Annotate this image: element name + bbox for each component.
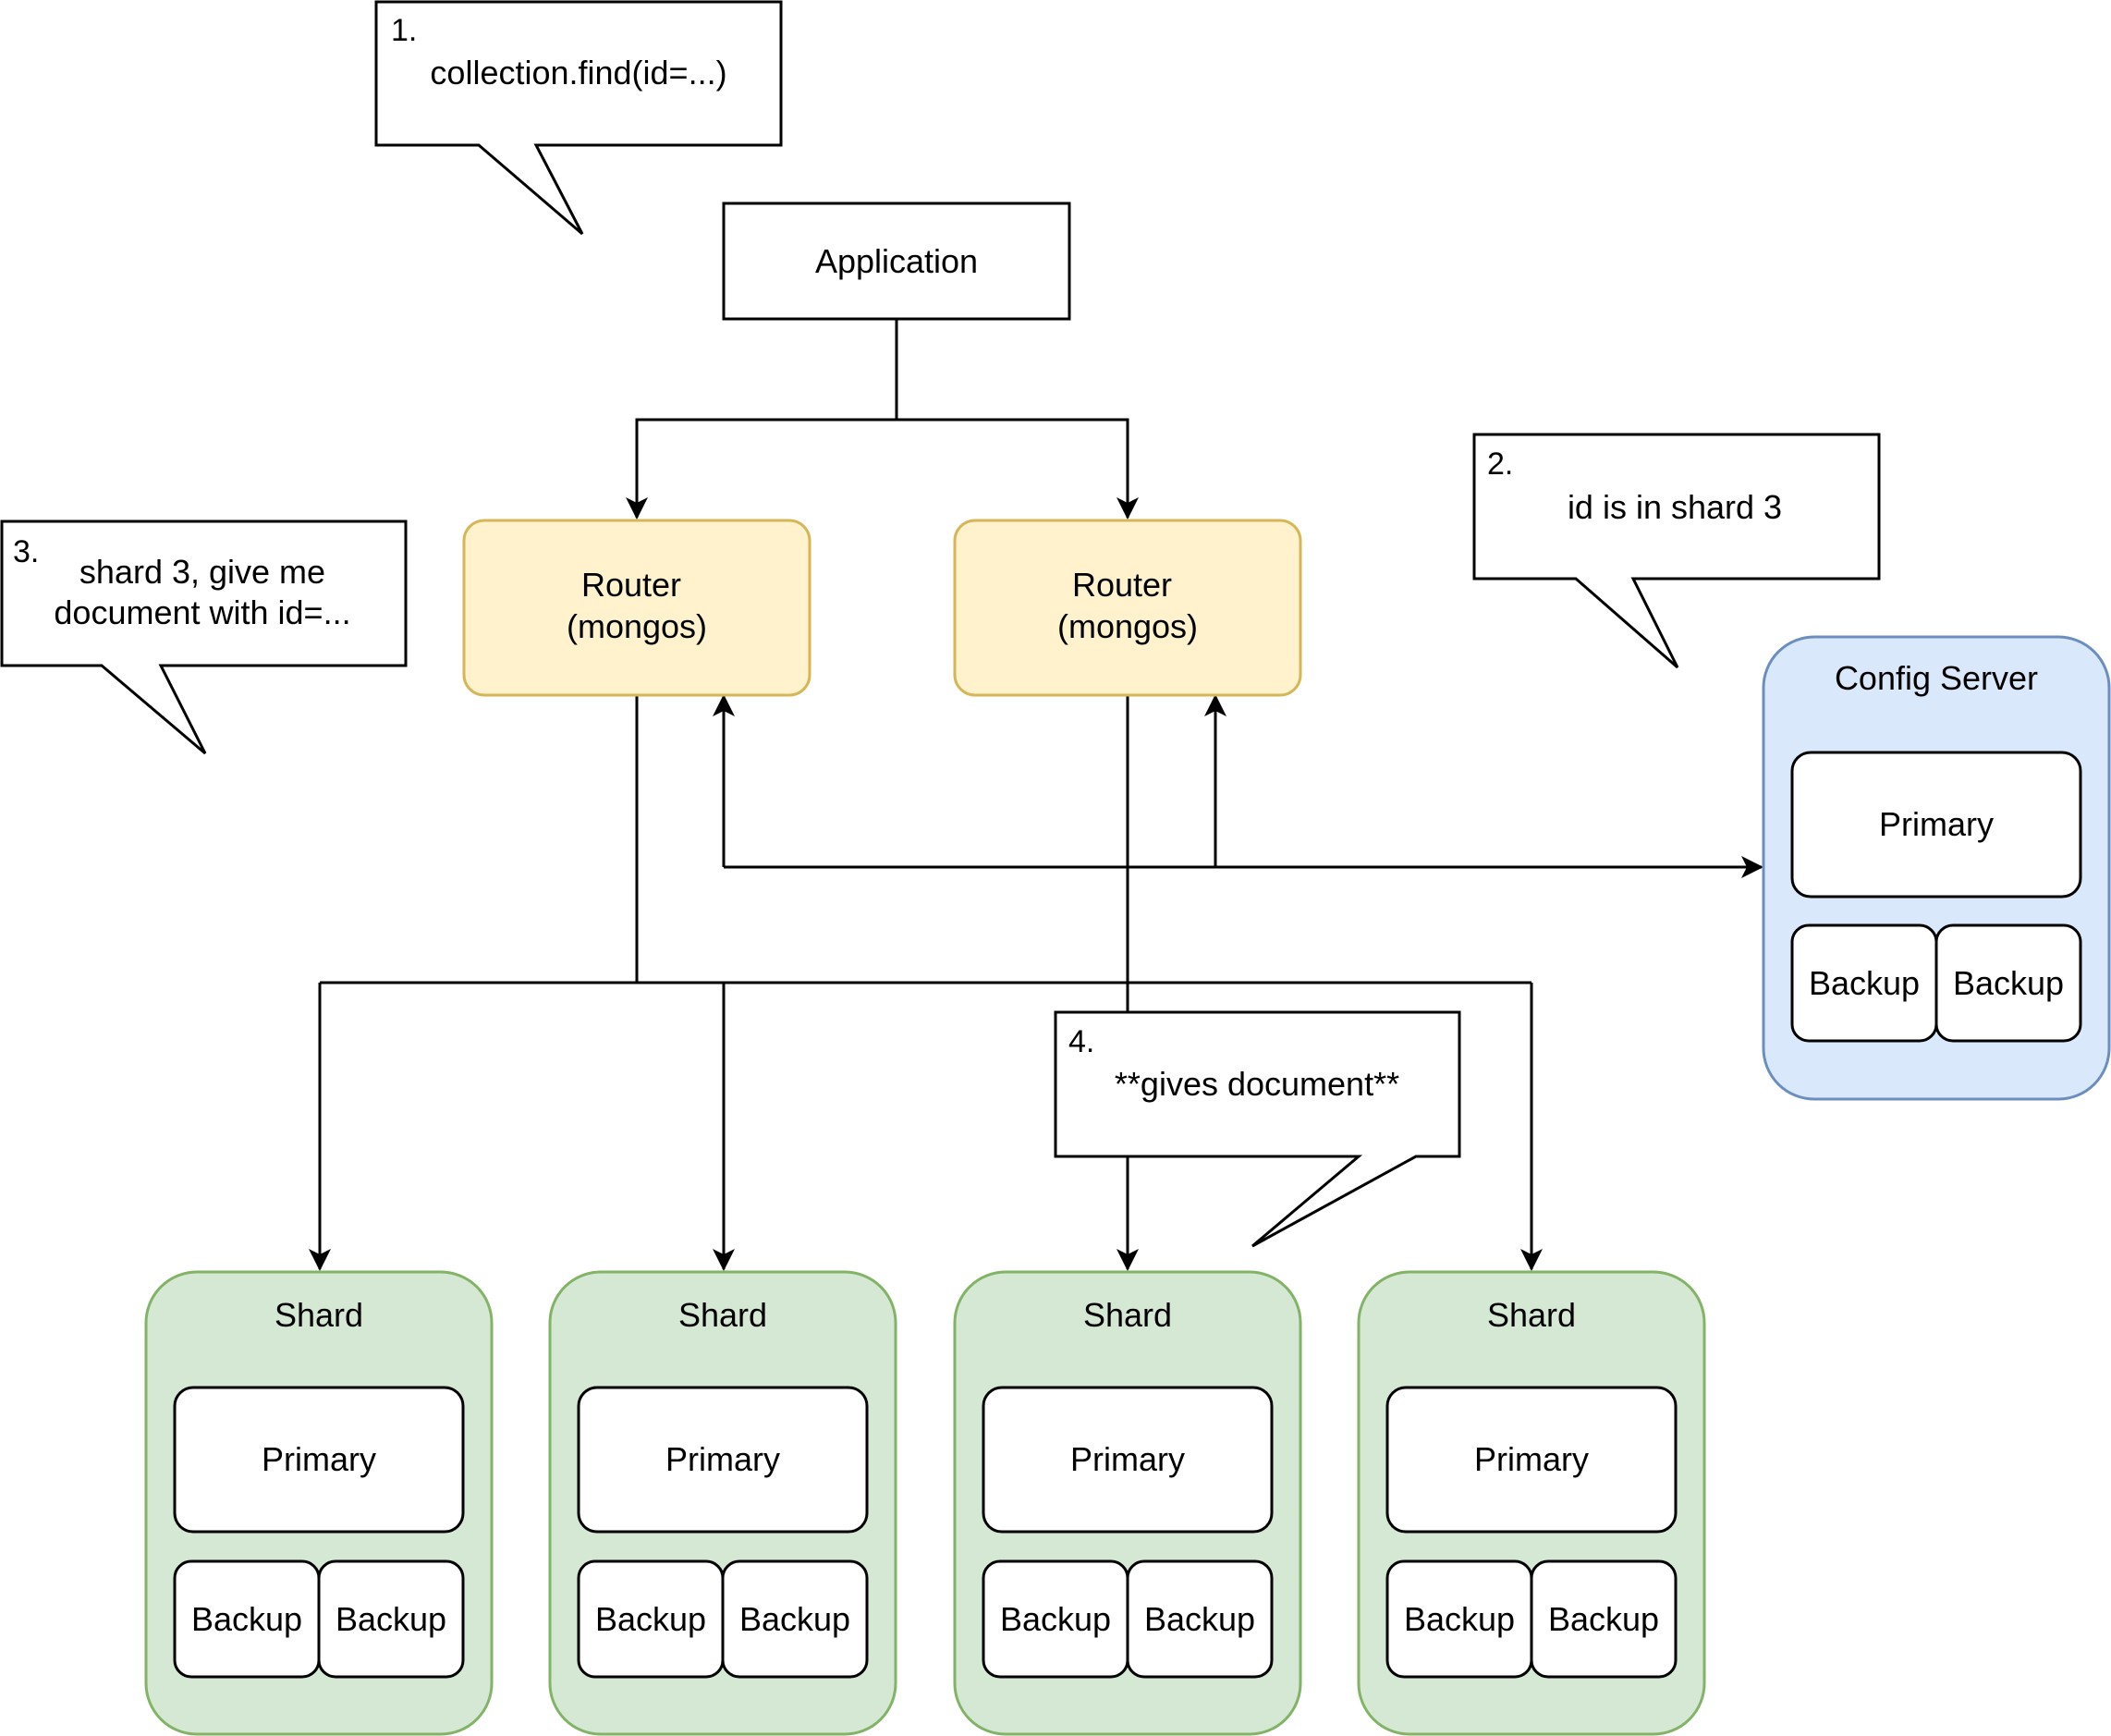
shard-1-backup-box-2[interactable]: Backup — [317, 1559, 465, 1679]
shard-node-1[interactable]: Shard Primary Backup Backup — [144, 1270, 494, 1736]
shard-1-backup-label-2: Backup — [336, 1600, 446, 1638]
callout-2-text: id is in shard 3 — [1568, 488, 1782, 526]
config-server-node[interactable]: Config Server Primary Backup Backup — [1762, 635, 2111, 1101]
config-backup-box-1[interactable]: Backup — [1790, 923, 1938, 1043]
config-primary-box[interactable]: Primary — [1790, 751, 2082, 899]
shard-3-backup-label-2: Backup — [1144, 1600, 1255, 1638]
shard-4-backup-box-1[interactable]: Backup — [1385, 1559, 1533, 1679]
router-1-sublabel: (mongos) — [567, 607, 707, 645]
shard-4-backup-label-1: Backup — [1404, 1600, 1515, 1638]
shard-3-backup-box-1[interactable]: Backup — [982, 1559, 1129, 1679]
shard-3-primary-label: Primary — [1070, 1440, 1185, 1478]
connectors — [309, 319, 1763, 1271]
callout-3: 3. shard 3, give me document with id=... — [0, 520, 408, 755]
callout-1: 1. collection.find(id=...) — [374, 0, 783, 236]
router-1-label: Router — [581, 566, 681, 604]
arrow-app-to-router-1 — [626, 418, 897, 520]
router-node-2[interactable]: Router (mongos) — [953, 519, 1302, 697]
shard-node-2[interactable]: Shard Primary Backup Backup — [548, 1270, 897, 1736]
callout-2: 2. id is in shard 3 — [1472, 433, 1881, 669]
callout-1-number: 1. — [391, 13, 417, 48]
callout-1-text: collection.find(id=...) — [430, 54, 726, 92]
router-node-1[interactable]: Router (mongos) — [462, 519, 811, 697]
config-backup-label-2: Backup — [1953, 964, 2064, 1002]
config-primary-label: Primary — [1879, 805, 1994, 843]
callout-3-number: 3. — [13, 534, 39, 569]
shard-2-primary-box[interactable]: Primary — [577, 1386, 869, 1534]
shard-2-backup-box-1[interactable]: Backup — [577, 1559, 725, 1679]
shard-4-backup-box-2[interactable]: Backup — [1530, 1559, 1678, 1679]
shard-1-backup-box-1[interactable]: Backup — [173, 1559, 321, 1679]
shard-node-4[interactable]: Shard Primary Backup Backup — [1357, 1270, 1706, 1736]
shard-2-backup-label-1: Backup — [595, 1600, 706, 1638]
shard-2-backup-label-2: Backup — [739, 1600, 850, 1638]
shard-2-backup-box-2[interactable]: Backup — [721, 1559, 869, 1679]
application-label: Application — [815, 242, 978, 280]
shard-node-3[interactable]: Shard Primary Backup Backup — [953, 1270, 1302, 1736]
shard-4-primary-box[interactable]: Primary — [1385, 1386, 1678, 1534]
shard-3-backup-box-2[interactable]: Backup — [1126, 1559, 1274, 1679]
shard-4-backup-label-2: Backup — [1548, 1600, 1659, 1638]
callout-4: 4. **gives document** — [1054, 1010, 1461, 1248]
config-backup-box-2[interactable]: Backup — [1934, 923, 2082, 1043]
router-2-sublabel: (mongos) — [1057, 607, 1198, 645]
shard-3-primary-box[interactable]: Primary — [982, 1386, 1274, 1534]
shard-2-title: Shard — [678, 1296, 767, 1334]
callout-3-line-1: shard 3, give me — [79, 553, 325, 591]
router-2-label: Router — [1072, 566, 1172, 604]
callout-2-number: 2. — [1487, 446, 1513, 482]
shard-1-backup-label-1: Backup — [191, 1600, 302, 1638]
shard-2-primary-label: Primary — [665, 1440, 780, 1478]
callout-3-line-2: document with id=... — [54, 593, 350, 631]
application-node[interactable]: Application — [722, 202, 1071, 321]
shard-1-primary-box[interactable]: Primary — [173, 1386, 465, 1534]
arrow-app-to-router-2 — [897, 418, 1139, 520]
shard-4-title: Shard — [1487, 1296, 1576, 1334]
shard-3-title: Shard — [1083, 1296, 1172, 1334]
callout-4-text: **gives document** — [1115, 1065, 1399, 1103]
shard-3-backup-label-1: Backup — [1000, 1600, 1111, 1638]
config-server-title: Config Server — [1835, 659, 2038, 697]
config-backup-label-1: Backup — [1809, 964, 1920, 1002]
callout-4-number: 4. — [1068, 1024, 1094, 1059]
shard-1-title: Shard — [275, 1296, 363, 1334]
shard-1-primary-label: Primary — [262, 1440, 376, 1478]
shard-4-primary-label: Primary — [1474, 1440, 1589, 1478]
